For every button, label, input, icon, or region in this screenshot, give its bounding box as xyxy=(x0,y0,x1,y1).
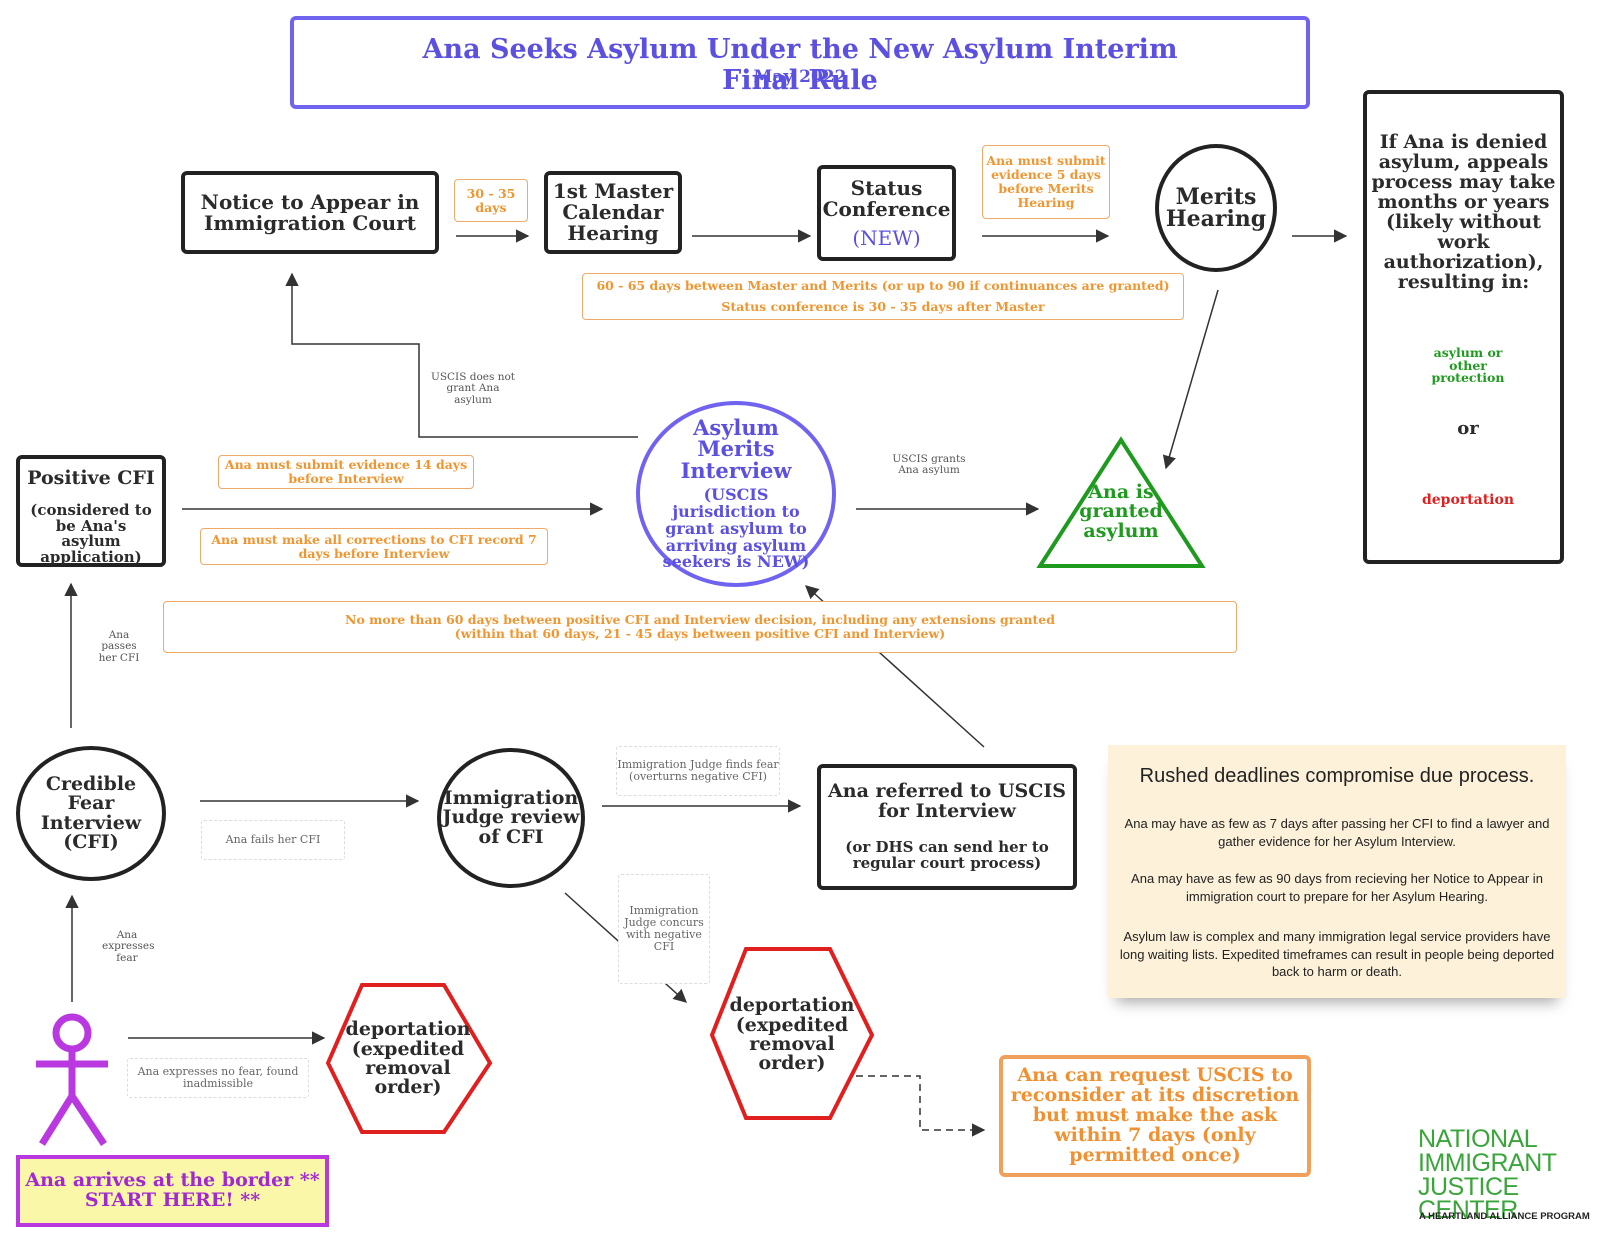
expresses-fear-label: Ana expresses fear xyxy=(102,929,155,964)
referred-uscis-node: Ana referred to USCIS for Interview (or … xyxy=(817,764,1077,890)
appeal-or-label: or xyxy=(1457,418,1479,439)
positive-cfi-node: Positive CFI (considered to be Ana's asy… xyxy=(16,455,166,567)
due-process-para-1: Ana may have as few as 7 days after pass… xyxy=(1124,816,1550,849)
evidence-5-days-note: Ana must submit evidence 5 days before M… xyxy=(982,145,1110,219)
fails-cfi-label: Ana fails her CFI xyxy=(201,820,345,860)
outcome-protection-label: asylum or other protection xyxy=(1431,344,1505,386)
judge-finds-fear-label: Immigration Judge finds fear (overturns … xyxy=(616,746,780,796)
arrow-interview-to-notice xyxy=(285,272,638,438)
start-node: Ana arrives at the border ** START HERE!… xyxy=(16,1155,329,1227)
logo-subtitle: A HEARTLAND ALLIANCE PROGRAM xyxy=(1419,1211,1590,1222)
deportation-hexagon-judge xyxy=(709,947,875,1120)
days-30-35-note: 30 - 35 days xyxy=(454,179,528,222)
sixty-days-note: No more than 60 days between positive CF… xyxy=(163,601,1237,653)
due-process-panel xyxy=(1108,745,1566,998)
judge-concurs-label: Immigration Judge concurs with negative … xyxy=(618,874,710,984)
page-title: Ana Seeks Asylum Under the New Asylum In… xyxy=(422,34,1178,96)
arrow-deportation-to-reconsider xyxy=(856,1075,986,1137)
arrow-merits-to-granted xyxy=(1162,289,1219,470)
referred-uscis-desc: (or DHS can send her to regular court pr… xyxy=(845,838,1049,872)
merits-interview-node: Asylum Merits Interview (USCIS jurisdict… xyxy=(636,401,836,587)
granted-triangle xyxy=(1036,436,1206,568)
master-calendar-node: 1st Master Calendar Hearing xyxy=(544,171,682,254)
credible-fear-node: Credible Fear Interview (CFI) xyxy=(16,746,166,881)
deportation-judge-label: deportation (expedited removal order) xyxy=(729,994,855,1075)
merits-interview-desc: (USCIS jurisdiction to grant asylum to a… xyxy=(662,485,810,572)
merits-interview-title: Asylum Merits Interview xyxy=(680,414,792,483)
master-merits-gap-line2: Status conference is 30 - 35 days after … xyxy=(721,299,1045,314)
logo-line-3: JUSTICE CENTER xyxy=(1418,1172,1519,1225)
notice-to-appear-node: Notice to Appear in Immigration Court xyxy=(181,171,439,254)
logo-line-1: NATIONAL xyxy=(1418,1125,1538,1153)
stick-figure-start xyxy=(36,1013,108,1146)
evidence-14-days-note: Ana must submit evidence 14 days before … xyxy=(218,455,474,489)
corrections-7-days-note: Ana must make all corrections to CFI rec… xyxy=(200,528,548,565)
granted-asylum-label: Ana is granted asylum xyxy=(1079,480,1163,542)
master-merits-gap-line1: 60 - 65 days between Master and Merits (… xyxy=(596,278,1170,293)
master-merits-gap-note: 60 - 65 days between Master and Merits (… xyxy=(582,273,1184,320)
due-process-title: Rushed deadlines compromise due process. xyxy=(1139,765,1535,787)
due-process-para-3: Asylum law is complex and many immigrati… xyxy=(1119,929,1555,980)
judge-review-node: Immigration Judge review of CFI xyxy=(437,748,585,888)
positive-cfi-desc: (considered to be Ana's asylum applicati… xyxy=(30,500,152,567)
status-conference-node: Status Conference (NEW) xyxy=(817,165,956,261)
sixty-days-line1: No more than 60 days between positive CF… xyxy=(345,612,1055,627)
logo-line-2: IMMIGRANT xyxy=(1418,1148,1557,1177)
outcome-deportation-label: deportation xyxy=(1421,491,1515,508)
deportation-hexagon-border xyxy=(325,983,493,1134)
appeal-text: If Ana is denied asylum, appeals process… xyxy=(1371,131,1556,293)
due-process-para-2: Ana may have as few as 90 days from reci… xyxy=(1131,871,1543,904)
merits-hearing-node: Merits Hearing xyxy=(1155,144,1277,272)
no-fear-label: Ana expresses no fear, found inadmissibl… xyxy=(127,1058,309,1098)
status-conference-label: Status Conference xyxy=(822,175,951,221)
referred-uscis-title: Ana referred to USCIS for Interview xyxy=(828,780,1066,823)
uscis-not-grant-label: USCIS does not grant Ana asylum xyxy=(430,371,516,406)
passes-cfi-label: Ana passes her CFI xyxy=(98,629,140,664)
uscis-grants-label: USCIS grants Ana asylum xyxy=(892,453,966,477)
status-new-label: (NEW) xyxy=(852,225,921,250)
sixty-days-line2: (within that 60 days, 21 - 45 days betwe… xyxy=(454,626,946,641)
deportation-border-label: deportation (expedited removal order) xyxy=(345,1018,471,1099)
page-date: May 2022 xyxy=(753,67,847,87)
appeal-panel xyxy=(1363,90,1564,564)
title-banner xyxy=(290,16,1310,109)
njc-logo: NATIONAL IMMIGRANT JUSTICE CENTER xyxy=(1418,1125,1593,1225)
positive-cfi-title: Positive CFI xyxy=(27,467,155,489)
reconsider-node: Ana can request USCIS to reconsider at i… xyxy=(999,1055,1311,1177)
